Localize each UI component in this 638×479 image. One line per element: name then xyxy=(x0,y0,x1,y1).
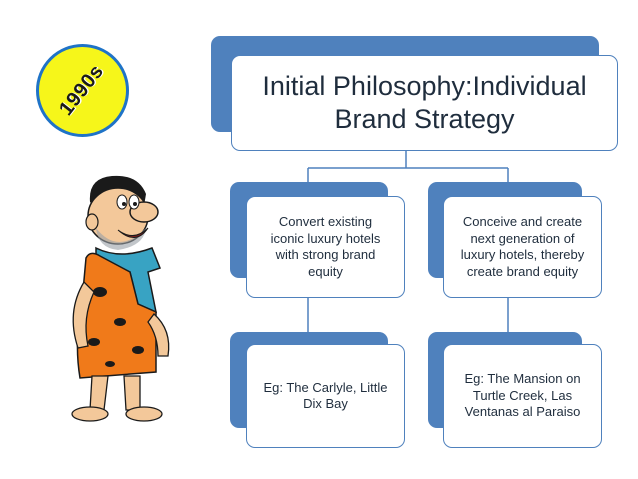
cartoon-character-illustration xyxy=(60,172,180,427)
right-example-box: Eg: The Mansion on Turtle Creek, Las Ven… xyxy=(443,344,602,448)
left-example-line-2: Dix Bay xyxy=(263,396,387,413)
right-example-line-1: Eg: The Mansion on xyxy=(464,371,580,388)
left-strategy-line-2: iconic luxury hotels xyxy=(271,231,381,248)
title-line-1: Initial Philosophy:Individual xyxy=(262,70,586,103)
right-strategy-line-2: next generation of xyxy=(461,231,585,248)
right-strategy-line-1: Conceive and create xyxy=(461,214,585,231)
right-strategy-box: Conceive and create next generation of l… xyxy=(443,196,602,298)
year-badge: 1990s xyxy=(36,44,129,137)
left-example-line-1: Eg: The Carlyle, Little xyxy=(263,380,387,397)
right-example-line-2: Turtle Creek, Las xyxy=(464,388,580,405)
title-line-2: Brand Strategy xyxy=(262,103,586,136)
left-strategy-box: Convert existing iconic luxury hotels wi… xyxy=(246,196,405,298)
right-strategy-line-3: luxury hotels, thereby xyxy=(461,247,585,264)
title-card: Initial Philosophy:Individual Brand Stra… xyxy=(231,55,618,151)
year-badge-label: 1990s xyxy=(56,61,110,121)
right-strategy-line-4: create brand equity xyxy=(461,264,585,281)
left-strategy-line-1: Convert existing xyxy=(271,214,381,231)
left-strategy-line-4: equity xyxy=(271,264,381,281)
right-example-line-3: Ventanas al Paraiso xyxy=(464,404,580,421)
left-example-box: Eg: The Carlyle, Little Dix Bay xyxy=(246,344,405,448)
left-strategy-line-3: with strong brand xyxy=(271,247,381,264)
